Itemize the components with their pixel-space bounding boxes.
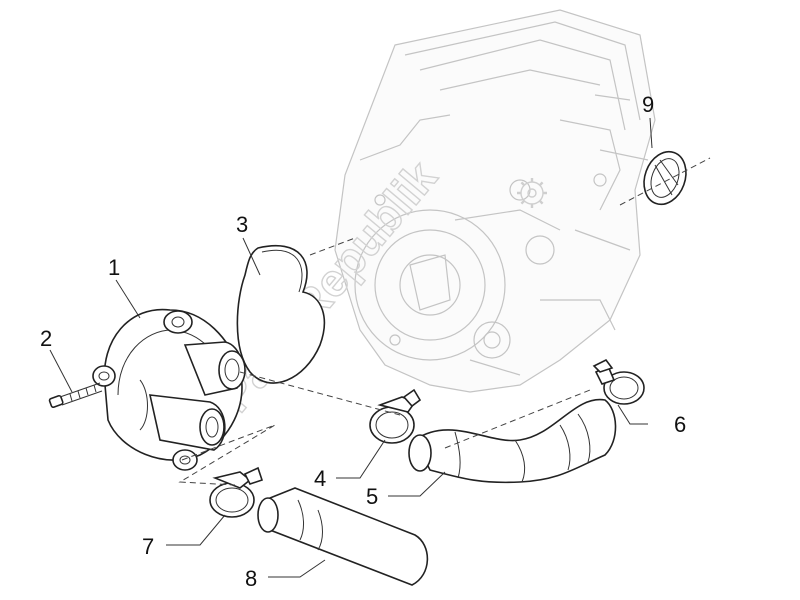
callout-3: 3 — [236, 212, 248, 237]
callout-7: 7 — [142, 534, 154, 559]
callout-6: 6 — [674, 412, 686, 437]
part-6-clamp — [592, 358, 645, 405]
callouts: 1 2 3 4 5 6 7 8 9 — [40, 92, 686, 591]
gear-icon — [517, 178, 547, 208]
callout-9: 9 — [642, 92, 654, 117]
part-1-pump-cover — [92, 308, 246, 471]
engine-housing — [334, 9, 656, 393]
part-5-hose — [408, 398, 617, 484]
part-7-clamp — [209, 466, 264, 518]
part-9-cap — [643, 150, 687, 206]
part-3-gasket — [236, 244, 326, 384]
part-8-hose — [257, 487, 429, 586]
leader-lines — [49, 117, 653, 578]
callout-4: 4 — [314, 466, 326, 491]
assembly-guides — [178, 157, 711, 486]
callout-8: 8 — [245, 566, 257, 591]
part-4-clamp — [369, 388, 422, 444]
part-2-screw — [48, 382, 103, 408]
callout-5: 5 — [366, 484, 378, 509]
callout-2: 2 — [40, 326, 52, 351]
callout-1: 1 — [108, 255, 120, 280]
